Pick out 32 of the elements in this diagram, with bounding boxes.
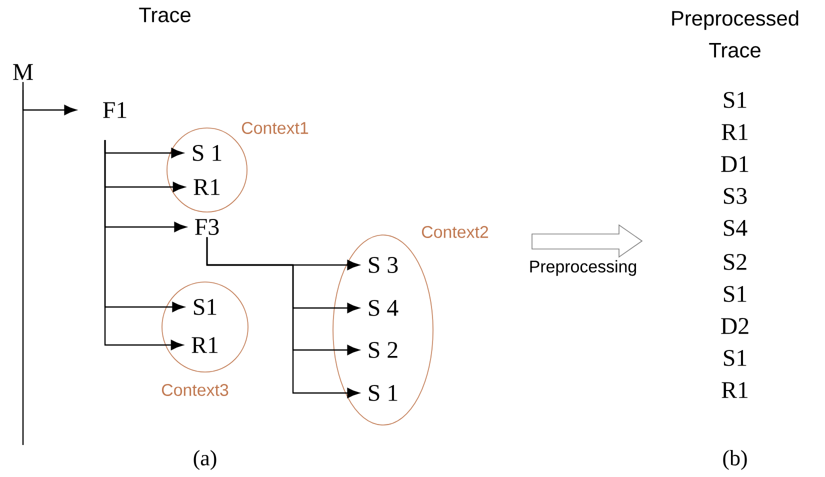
call-label: S1 bbox=[194, 298, 216, 316]
sequence-item: S3 bbox=[724, 188, 747, 204]
call-label: R1 bbox=[194, 179, 220, 195]
call-label: S 1 bbox=[368, 384, 398, 402]
sequence-item: S2 bbox=[724, 254, 746, 270]
call-label: F3 bbox=[195, 218, 219, 236]
call-label: M bbox=[13, 64, 33, 80]
context-label: Context1 bbox=[242, 122, 308, 134]
call-label: S 4 bbox=[368, 300, 398, 316]
context-label: Context2 bbox=[422, 226, 488, 238]
heading: Preprocessed Trace bbox=[672, 10, 798, 58]
sequence-item: S1 bbox=[724, 350, 746, 366]
call-label: S 2 bbox=[368, 342, 398, 358]
sequence-item: R1 bbox=[722, 382, 748, 398]
sequence-item: S4 bbox=[724, 220, 748, 236]
arrow bbox=[206, 237, 360, 398]
panel-label: (b) bbox=[723, 450, 747, 470]
sequence-item: S1 bbox=[724, 286, 746, 302]
arrow bbox=[104, 140, 184, 350]
call-label: S 3 bbox=[368, 256, 398, 274]
call-label: F1 bbox=[103, 102, 126, 118]
sequence-item: D2 bbox=[721, 318, 748, 334]
call-label: S 1 bbox=[192, 144, 222, 162]
call-label: R1 bbox=[192, 337, 218, 353]
arrow bbox=[22, 82, 76, 116]
panel-label: (a) bbox=[194, 450, 216, 470]
arrow-label: Preprocessing bbox=[530, 260, 636, 276]
heading: Trace bbox=[139, 8, 190, 22]
sequence-item: D1 bbox=[721, 156, 748, 172]
context-label: Context3 bbox=[162, 384, 228, 396]
sequence-item: S1 bbox=[724, 92, 746, 108]
sequence-item: R1 bbox=[722, 124, 748, 140]
